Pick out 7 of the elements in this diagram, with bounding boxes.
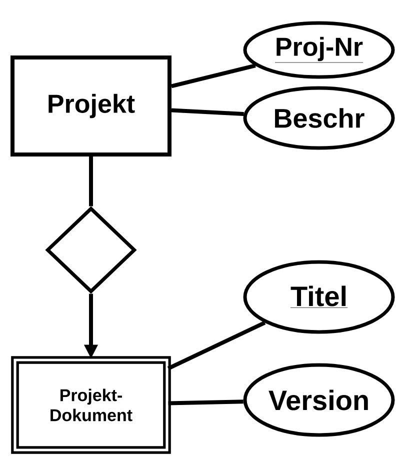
connector-line — [89, 156, 93, 206]
connector-line — [171, 108, 244, 116]
weak-entity-box: Projekt-Dokument — [11, 356, 171, 454]
entity-box: Projekt — [10, 56, 172, 156]
connector-line — [168, 400, 244, 406]
connector-line — [171, 64, 256, 88]
connector-line — [167, 320, 266, 370]
